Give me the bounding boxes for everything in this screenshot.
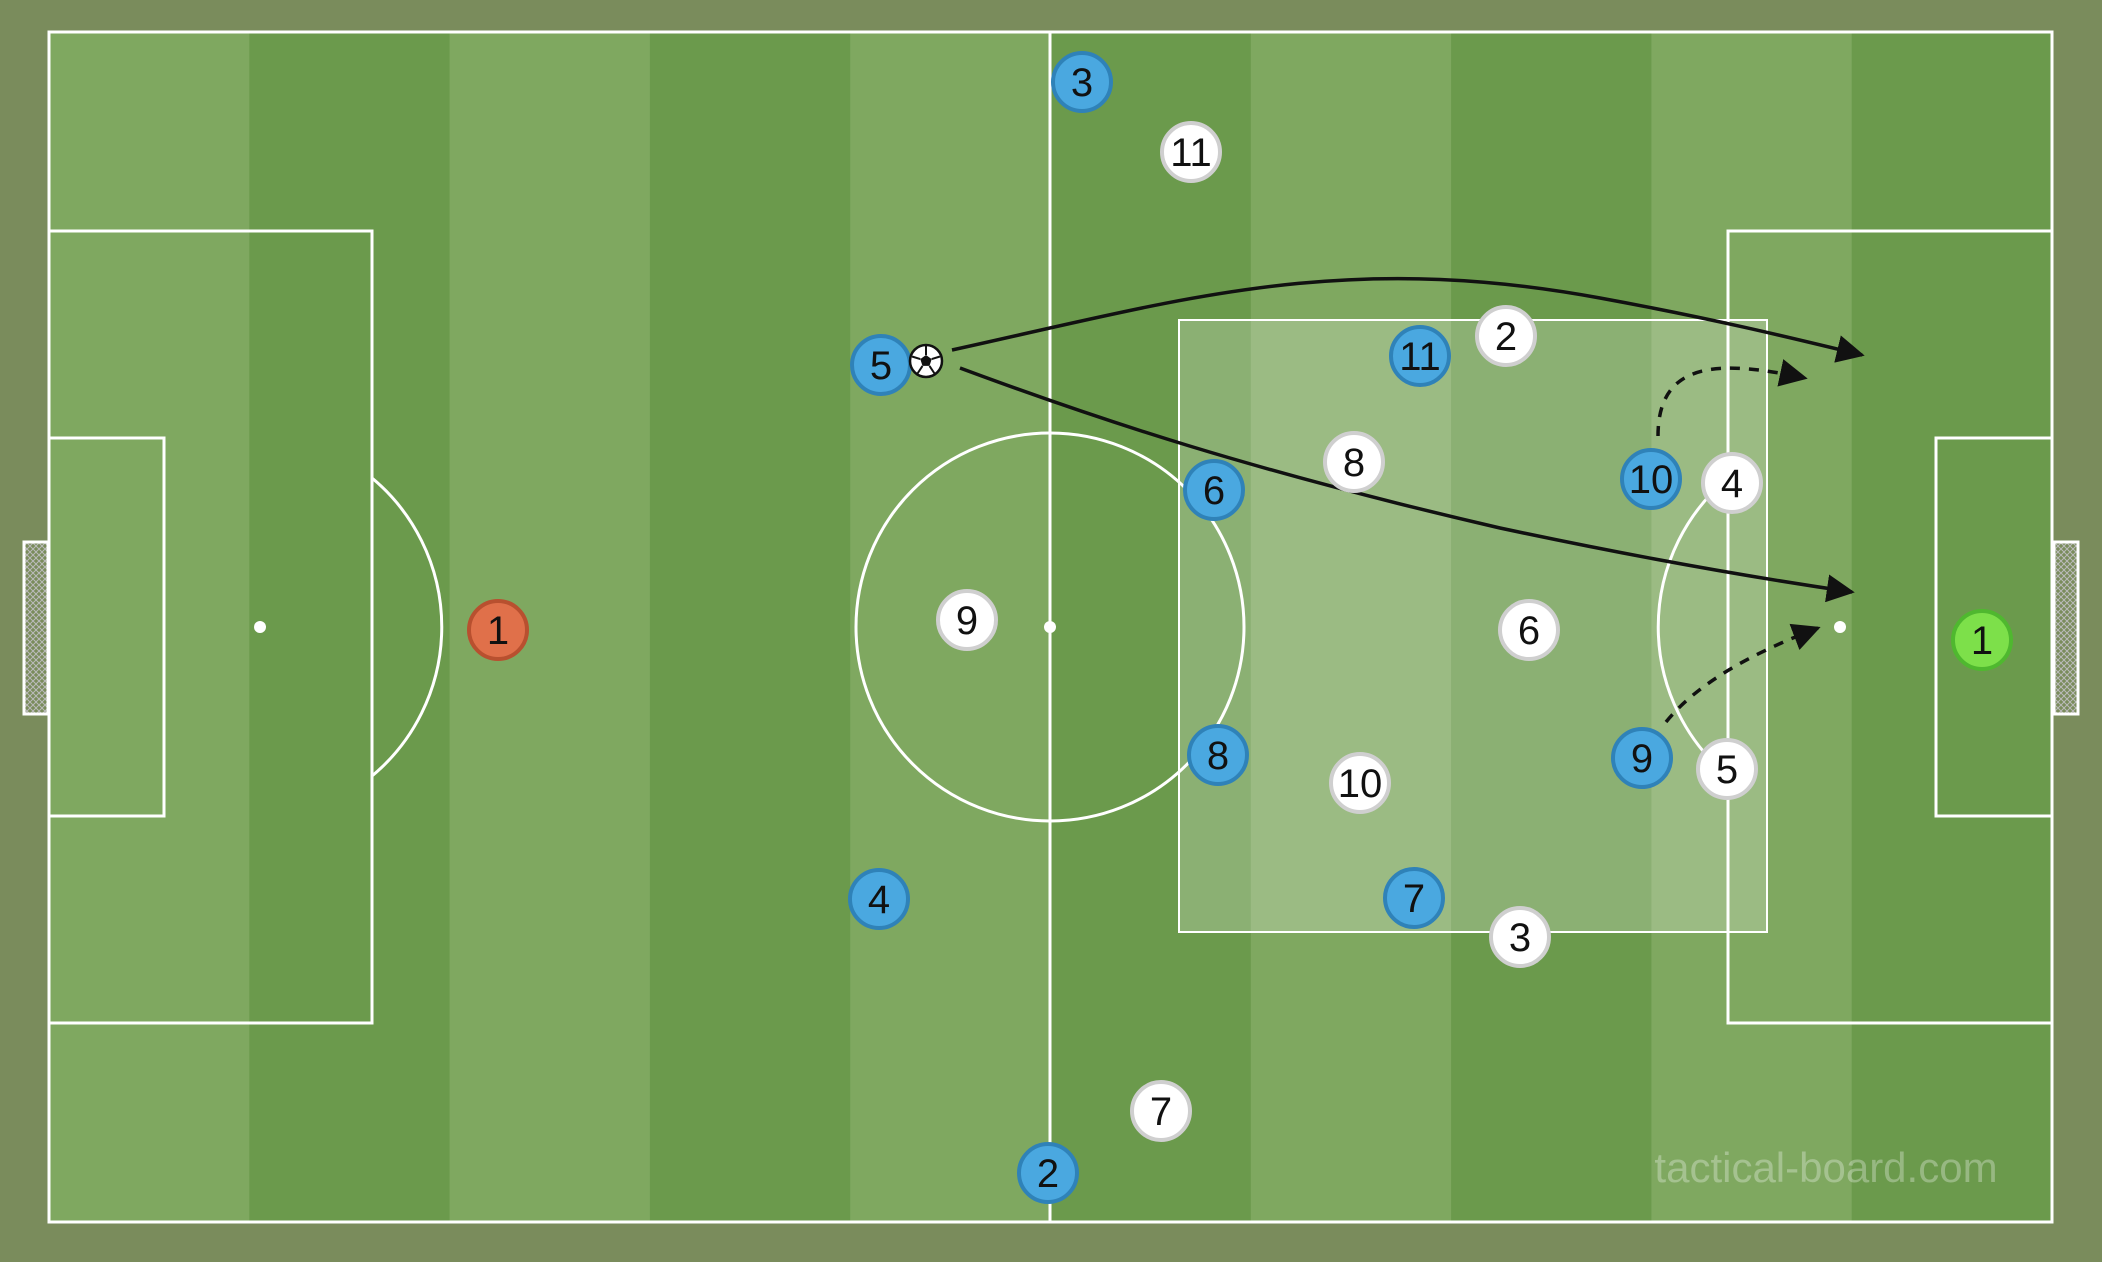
player-token [1620,448,1682,510]
grass-stripe [249,32,451,1222]
player-number: 10 [1629,458,1674,502]
player-white-5[interactable]: 5 [1696,738,1758,800]
soccer-ball-icon[interactable] [908,343,944,379]
player-blue-9[interactable]: 9 [1611,727,1673,789]
player-blue-2[interactable]: 2 [1017,1142,1079,1204]
player-token [1489,906,1551,968]
player-white-11[interactable]: 11 [1160,121,1222,183]
player-white-4[interactable]: 4 [1701,452,1763,514]
player-white-7[interactable]: 7 [1130,1080,1192,1142]
right-goal [2052,540,2080,716]
player-white-2[interactable]: 2 [1475,305,1537,367]
player-token [1475,305,1537,367]
player-blue-10[interactable]: 10 [1620,448,1682,510]
run-arrow-player-9 [1664,623,1821,724]
player-token [1701,452,1763,514]
movement-arrows [951,276,1865,724]
player-token [1187,724,1249,786]
player-number: 11 [1399,335,1441,379]
grass-stripe [1250,32,1453,1222]
watermark-text: tactical-board.com [1654,1144,1997,1191]
player-keeper-left[interactable]: 1 [467,599,529,661]
pass-arrow-far-post [951,276,1865,363]
player-number: 7 [1150,1090,1172,1134]
grass-stripe [1050,32,1252,1222]
player-blue-7[interactable]: 7 [1383,867,1445,929]
player-token [848,868,910,930]
player-number: 3 [1071,61,1093,105]
player-number: 7 [1403,877,1425,921]
player-number: 6 [1203,469,1225,513]
player-number: 5 [870,344,892,388]
player-number: 4 [868,878,890,922]
player-token [1389,325,1451,387]
player-token [936,589,998,651]
player-token [1160,121,1222,183]
grass-stripe [1851,32,2053,1222]
right-goal-area [1934,436,2054,818]
player-token [1498,599,1560,661]
player-white-8[interactable]: 8 [1323,431,1385,493]
player-token [1696,738,1758,800]
player-token [1951,609,2013,671]
player-blue-11[interactable]: 11 [1389,325,1451,387]
player-token [467,599,529,661]
center-circle [854,431,1246,823]
player-number: 9 [1631,737,1653,781]
player-token [1051,51,1113,113]
left-goal [22,540,50,716]
player-number: 2 [1037,1152,1059,1196]
center-spot [1044,621,1056,633]
player-keeper-right[interactable]: 1 [1951,609,2013,671]
player-white-10[interactable]: 10 [1329,752,1391,814]
player-white-3[interactable]: 3 [1489,906,1551,968]
left-penalty-spot [254,621,266,633]
player-token [1183,459,1245,521]
right-penalty-arc [1656,476,1729,778]
player-white-9[interactable]: 9 [936,589,998,651]
player-number: 2 [1495,315,1517,359]
player-number: 8 [1207,734,1229,778]
player-number: 4 [1721,462,1743,506]
grass-stripe [649,32,852,1222]
player-blue-6[interactable]: 6 [1183,459,1245,521]
player-token [1323,431,1385,493]
player-number: 8 [1343,441,1365,485]
player-token [1611,727,1673,789]
player-blue-4[interactable]: 4 [848,868,910,930]
player-token [1130,1080,1192,1142]
player-white-6[interactable]: 6 [1498,599,1560,661]
player-token [1017,1142,1079,1204]
player-blue-8[interactable]: 8 [1187,724,1249,786]
run-arrow-player-10 [1656,359,1808,437]
player-token [1383,867,1445,929]
player-token [1329,752,1391,814]
player-number: 1 [1971,619,1993,663]
player-number: 9 [956,599,978,643]
player-number: 5 [1716,748,1738,792]
highlight-zone [1178,319,1768,933]
player-blue-5[interactable]: 5 [850,334,912,396]
player-number: 6 [1518,609,1540,653]
player-number: 1 [487,609,509,653]
right-penalty-spot [1834,621,1846,633]
pass-arrow-near-post [959,366,1855,603]
player-number: 3 [1509,916,1531,960]
grass-stripe [49,32,251,1222]
player-number: 10 [1338,762,1383,806]
players-layer: 1 1 3 5 11 6 10 8 [467,51,2013,1204]
left-penalty-arc [371,476,444,778]
player-blue-3[interactable]: 3 [1051,51,1113,113]
player-number: 11 [1170,131,1212,175]
